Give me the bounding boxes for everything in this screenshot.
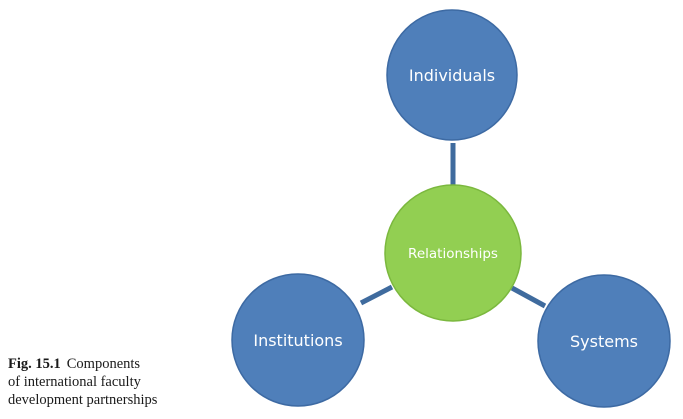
caption-text-1: Components (66, 356, 141, 372)
node-institutions-circle (231, 273, 365, 407)
node-individuals-circle (386, 9, 518, 141)
node-relationships-circle (384, 184, 522, 322)
node-individuals: Individuals (386, 9, 518, 141)
node-institutions: Institutions (231, 273, 365, 407)
connector-right (510, 285, 547, 309)
node-relationships: Relationships (384, 184, 522, 322)
caption-line-3: development partnerships (8, 392, 158, 408)
node-institutions-label: Institutions (253, 331, 342, 350)
node-individuals-label: Individuals (409, 66, 495, 85)
figure-number: Fig. 15.1 (8, 356, 61, 372)
node-systems-label: Systems (570, 332, 638, 351)
figure-caption: Fig. 15.1 Components of international fac… (8, 355, 208, 409)
node-systems: Systems (537, 274, 671, 408)
node-relationships-label: Relationships (408, 246, 498, 262)
connector-left (359, 284, 394, 306)
caption-line-2: of international faculty (8, 374, 141, 390)
node-systems-circle (537, 274, 671, 408)
caption-line-1: Fig. 15.1 Components (8, 355, 208, 373)
